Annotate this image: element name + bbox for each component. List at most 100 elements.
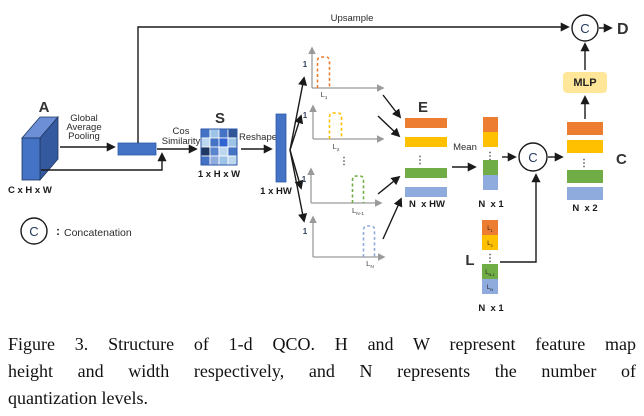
label-S: S: [215, 110, 225, 127]
s-matrix-cell: [227, 146, 238, 157]
plots-ellipsis: ⋮: [339, 156, 349, 167]
input-tensor-front-face: [21, 137, 41, 181]
figure-caption: Figure 3. Structure of 1-d QCO. H and W …: [0, 331, 644, 412]
legend-colon: :: [56, 224, 60, 238]
caption-line: Figure 3. Structure of 1-d QCO. H and W …: [8, 334, 636, 354]
gap-label-2: Average: [66, 122, 101, 133]
mlp-label: MLP: [573, 77, 596, 89]
mean-cell-2: [483, 132, 498, 147]
plot2-to-e-arrow: [377, 115, 401, 138]
encoding-block-E: E ⋮ N x HW: [405, 99, 447, 210]
e-dim-label: N x HW: [409, 199, 445, 210]
similarity-matrix: S 1 x H x W: [198, 110, 240, 180]
s-matrix-cell: [209, 137, 220, 148]
s-matrix-cell: [227, 128, 238, 139]
cos-similarity: Cos Similarity: [157, 126, 201, 154]
l-cell-1-label: L1: [487, 226, 493, 233]
levels-block-L: L L1 L2 ⋮ LN-1 LN N x 1: [465, 220, 504, 314]
fanout-arrow-2: [289, 114, 304, 151]
s-matrix-cell: [200, 155, 211, 166]
legend-text: Concatenation: [64, 227, 132, 239]
mean-label: Mean: [453, 142, 477, 153]
quantization-plot-4: 1 LN: [303, 215, 386, 270]
quantization-plot-1: 1 L1: [303, 46, 385, 101]
s-matrix-cell: [227, 155, 238, 166]
gap-label-1: Global: [70, 113, 97, 124]
e-row-1: [405, 118, 447, 128]
top-concat-node-label: C: [580, 21, 589, 36]
l-dim-label: N x 1: [478, 303, 504, 314]
l-to-concat-arrow: [500, 173, 541, 263]
l-cell-3: [482, 264, 498, 279]
input-tensor-block: A C x H x W: [8, 99, 59, 196]
l-cell-2: [482, 235, 498, 250]
concat-legend: C : Concatenation: [20, 217, 132, 245]
similarity-dim-label: 1 x H x W: [198, 169, 240, 180]
c-row-1: [567, 122, 603, 135]
reshaped-vector: [275, 113, 287, 183]
l-cell-2-label: L2: [487, 241, 493, 248]
input-feedback-arrow: [41, 152, 167, 171]
s-matrix-border: [200, 128, 238, 166]
quantization-level-curve-3: [351, 175, 365, 203]
qco-diagram: A C x H x W Global Average Pooling Upsam…: [8, 13, 629, 314]
s-matrix-cell: [218, 155, 229, 166]
cos-label-2: Similarity: [162, 136, 201, 147]
s-matrix-cell: [218, 137, 229, 148]
mean-dim-label: N x 1: [478, 199, 504, 210]
c-dim-label: N x 2: [572, 203, 597, 214]
plot4-to-e-arrow: [382, 197, 403, 240]
plot3-level-label: LN-1: [352, 206, 364, 217]
upsample-label: Upsample: [331, 13, 374, 24]
caption-line: height and width respectively, and N rep…: [8, 361, 636, 381]
c-ellipsis: ⋮: [579, 158, 589, 169]
plot4-level-label: LN: [366, 259, 374, 270]
e-row-4: [405, 187, 447, 197]
l-cell-4: [482, 279, 498, 294]
global-average-pooling: Global Average Pooling: [60, 113, 116, 152]
plot2-level-label: L2: [333, 142, 340, 153]
caption-line: quantization levels.: [8, 388, 148, 408]
l-cell-1: [482, 220, 498, 235]
quantization-level-curve-4: [362, 225, 376, 257]
plot3-axis-max-label: 1: [302, 175, 307, 184]
mean-column: ⋮ N x 1: [478, 117, 504, 210]
cos-label-1: Cos: [173, 126, 190, 137]
s-matrix-cell: [209, 128, 220, 139]
reshaped-dim-label: 1 x HW: [260, 186, 292, 197]
mean-ellipsis: ⋮: [485, 151, 495, 162]
plot1-to-e-arrow: [382, 94, 402, 119]
quantization-level-curve-1: [316, 56, 331, 88]
l-cell-4-label: LN: [487, 285, 493, 292]
plot-to-e-arrows: [377, 94, 403, 240]
label-E: E: [418, 99, 428, 116]
label-C: C: [616, 151, 627, 168]
label-D: D: [617, 21, 629, 38]
concat-node-icon: [518, 142, 548, 172]
plot4-axis-max-label: 1: [303, 227, 308, 236]
quantization-plot-2: 1 L2: [303, 104, 385, 153]
mlp-box: [563, 72, 607, 93]
quantization-level-curve-2: [328, 112, 343, 139]
e-ellipsis: ⋮: [415, 155, 425, 166]
s-matrix-cell: [227, 137, 238, 148]
input-dim-label: C x H x W: [8, 185, 52, 196]
concat-node-label: C: [528, 150, 537, 165]
s-matrix-cell: [218, 146, 229, 157]
fanout-arrow-1: [289, 76, 308, 151]
s-matrix-cell: [200, 128, 211, 139]
l-ellipsis: ⋮: [485, 253, 495, 264]
c-row-2: [567, 140, 603, 153]
s-matrix-cell: [209, 146, 220, 157]
legend-concat-letter: C: [29, 224, 38, 239]
c-row-3: [567, 170, 603, 183]
reshape-label: Reshape: [239, 132, 277, 143]
e-row-3: [405, 168, 447, 178]
top-concat-node-icon: [571, 14, 599, 42]
e-row-2: [405, 137, 447, 147]
c-row-4: [567, 187, 603, 200]
gap-label-3: Pooling: [68, 131, 100, 142]
s-matrix-cell: [209, 155, 220, 166]
quantization-plot-3: 1 LN-1: [302, 167, 383, 217]
